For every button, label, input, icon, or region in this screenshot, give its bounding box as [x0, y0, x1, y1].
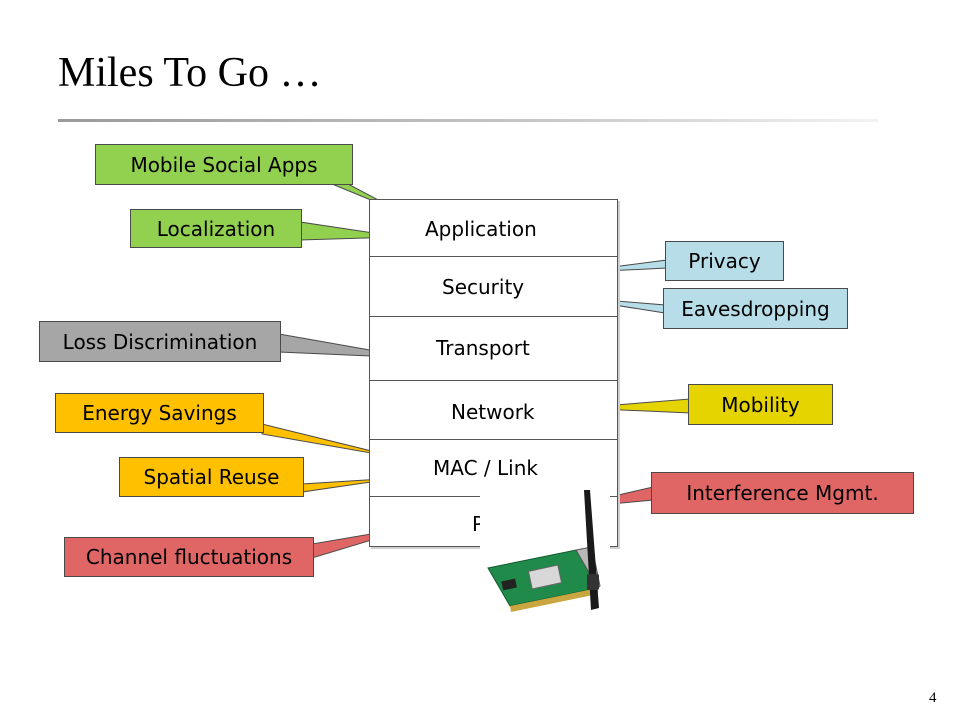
title-divider: [58, 119, 878, 122]
callout-channel-fluctuations: Channel fluctuations: [64, 537, 314, 577]
layer-mac-link: MAC / Link: [433, 456, 538, 480]
layer-divider: [370, 256, 617, 257]
callout-interference-mgmt: Interference Mgmt.: [651, 472, 914, 514]
wireless-nic-icon: [480, 490, 610, 616]
callout-mobility: Mobility: [688, 384, 833, 425]
slide-title: Miles To Go …: [58, 50, 322, 96]
page-number: 4: [929, 690, 937, 706]
layer-application: Application: [425, 217, 537, 241]
protocol-stack: [369, 199, 618, 547]
callout-mobile-social-apps: Mobile Social Apps: [95, 144, 353, 185]
callout-energy-savings: Energy Savings: [55, 393, 264, 433]
layer-divider: [370, 439, 617, 440]
callout-eavesdropping: Eavesdropping: [663, 288, 848, 329]
callout-privacy: Privacy: [665, 241, 784, 281]
callout-localization: Localization: [130, 209, 302, 248]
callout-spatial-reuse: Spatial Reuse: [119, 457, 304, 497]
layer-security: Security: [442, 275, 525, 299]
layer-divider: [370, 316, 617, 317]
layer-network: Network: [451, 400, 535, 424]
callout-loss-discrimination: Loss Discrimination: [39, 321, 281, 362]
layer-divider: [370, 380, 617, 381]
layer-transport: Transport: [436, 336, 530, 360]
